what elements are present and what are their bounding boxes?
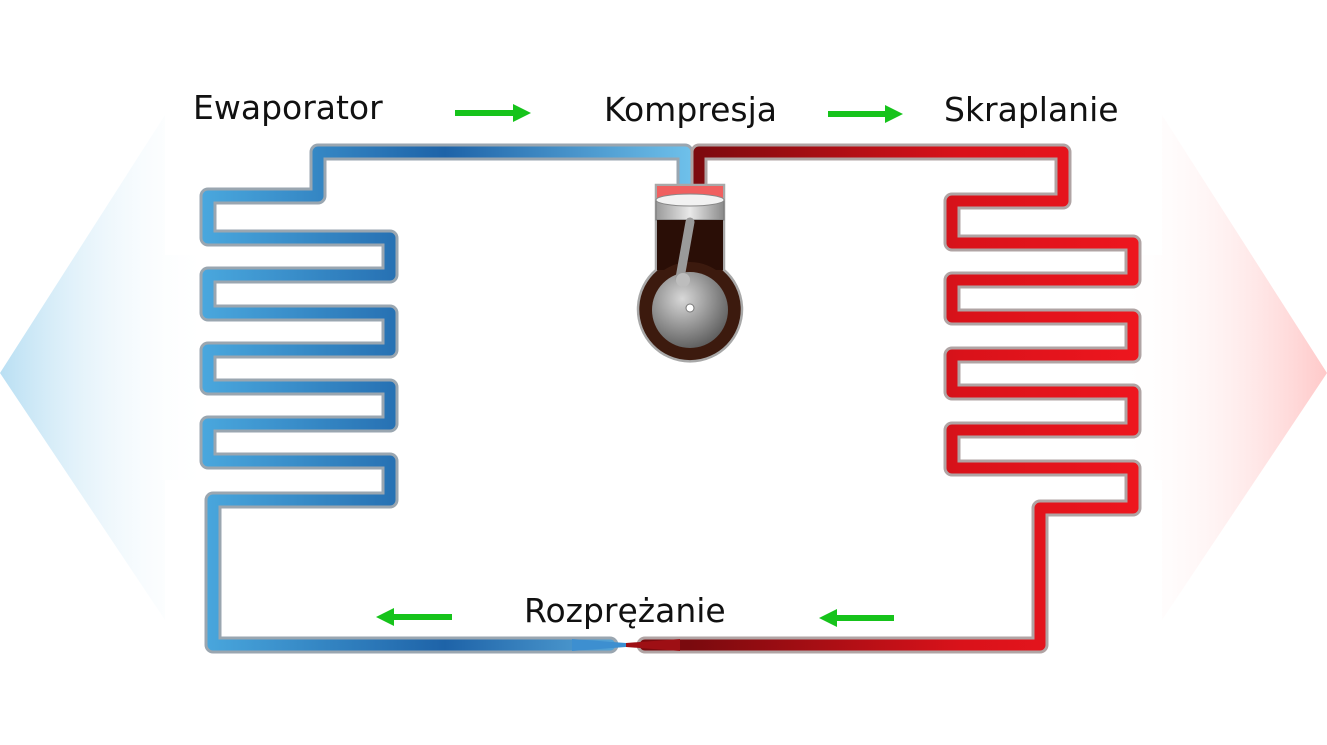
cold-side-heat-arrow xyxy=(0,115,210,620)
compression-label: Kompresja xyxy=(604,90,777,129)
evaporator-coil xyxy=(199,143,694,654)
piston-compressor-icon xyxy=(636,183,744,363)
hot-side-heat-arrow xyxy=(1118,115,1327,620)
evaporator-label: Ewaporator xyxy=(193,88,383,127)
flow-arrow-icon xyxy=(819,609,894,627)
condenser-coil xyxy=(636,143,1142,654)
flow-arrow-icon xyxy=(828,105,903,123)
condensing-label: Skraplanie xyxy=(944,90,1119,129)
flow-arrow-icon xyxy=(376,608,452,626)
expansion-label: Rozprężanie xyxy=(524,591,726,630)
flow-arrow-icon xyxy=(455,104,531,122)
expansion-valve-icon xyxy=(572,639,680,651)
